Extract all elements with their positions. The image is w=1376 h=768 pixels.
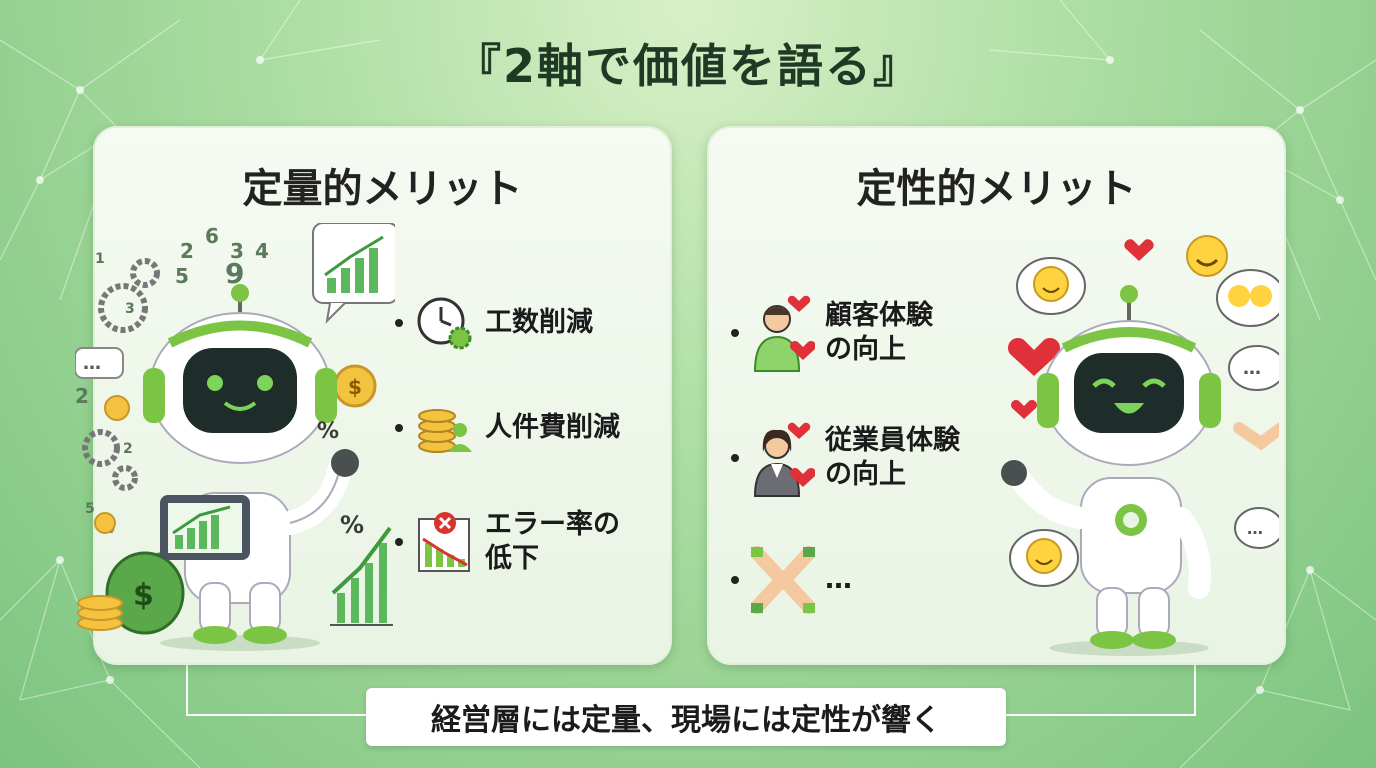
svg-text:4: 4: [255, 239, 269, 263]
svg-text:%: %: [340, 511, 364, 539]
footer-bracket-right: [1006, 662, 1196, 716]
employee-heart-icon: [753, 422, 815, 497]
svg-text:2: 2: [75, 384, 89, 408]
item-label: 人件費削減: [485, 412, 620, 443]
item-labor-cost-reduction: 人件費削減: [395, 398, 620, 458]
svg-text:…: …: [1243, 358, 1261, 379]
bullet: [395, 424, 403, 432]
svg-text:…: …: [83, 353, 101, 374]
svg-text:5: 5: [175, 264, 189, 288]
clock-gear-icon: [417, 297, 472, 350]
robot-with-tablet-illustration: 263 954 13 206 554 21 … $ $: [75, 223, 395, 651]
svg-text:$: $: [133, 578, 154, 613]
svg-text:9: 9: [225, 257, 244, 290]
error-down-chart-icon: [418, 512, 470, 572]
bullet: [395, 538, 403, 546]
svg-text:3: 3: [230, 239, 244, 263]
item-error-rate-reduction: エラー率の 低下: [395, 508, 620, 576]
bullet: [731, 454, 739, 462]
item-label-line2: 低下: [485, 543, 539, 574]
svg-text:3: 3: [125, 301, 135, 317]
item-more: …: [731, 543, 852, 617]
item-label-line1: 従業員体験: [825, 425, 960, 456]
item-label: 工数削減: [485, 307, 593, 338]
teamwork-hands-icon: [751, 546, 815, 614]
bullet: [731, 329, 739, 337]
page-title: 『2軸で価値を語る』: [454, 39, 921, 93]
bullet: [395, 319, 403, 327]
bullet: [731, 576, 739, 584]
item-label-line2: の向上: [825, 459, 906, 490]
svg-text:1: 1: [95, 251, 105, 267]
item-customer-experience: 顧客体験 の向上: [731, 293, 933, 373]
quantitative-panel: 定量的メリット 263 954 13 206 554 21 … $ $: [75, 126, 672, 665]
happy-robot-illustration: … …: [1001, 235, 1279, 656]
svg-text:2: 2: [180, 239, 194, 263]
qualitative-panel: 定性的メリット 顧客体験 の向上 従業員体験 の向上: [707, 126, 1286, 665]
footer-text: 経営層には定量、現場には定性が響く: [431, 703, 941, 738]
qualitative-heading: 定性的メリット: [856, 166, 1137, 212]
customer-heart-icon: [753, 295, 815, 372]
item-employee-experience: 従業員体験 の向上: [731, 418, 960, 498]
item-label-line1: エラー率の: [485, 509, 620, 540]
item-label: …: [825, 564, 852, 595]
item-man-hour-reduction: 工数削減: [395, 293, 593, 353]
footer-bracket-left: [186, 662, 368, 716]
svg-text:6: 6: [205, 224, 219, 248]
coins-person-icon: [418, 409, 472, 453]
svg-text:$: $: [348, 375, 362, 399]
quantitative-heading: 定量的メリット: [242, 166, 523, 212]
svg-text:2: 2: [123, 441, 133, 457]
item-label-line1: 顧客体験: [825, 300, 933, 331]
svg-text:5: 5: [85, 501, 95, 517]
footer-banner: 経営層には定量、現場には定性が響く: [366, 688, 1006, 746]
item-label-line2: の向上: [825, 334, 906, 365]
svg-text:%: %: [317, 419, 339, 444]
svg-text:…: …: [1247, 519, 1263, 538]
